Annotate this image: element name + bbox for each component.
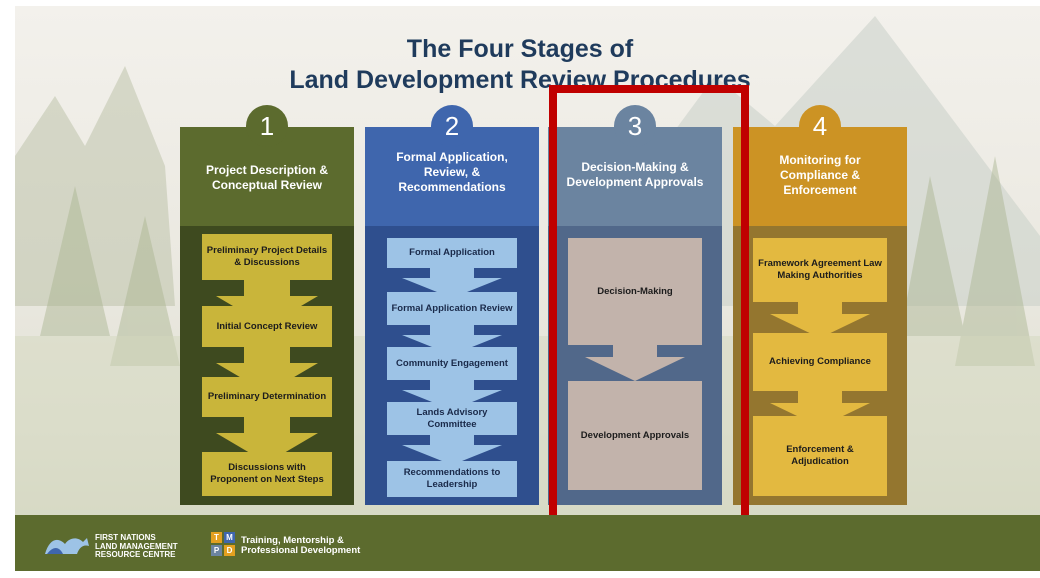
stage-2-step-3: Community Engagement xyxy=(387,347,517,380)
tmpd-letter-t: T xyxy=(211,532,222,543)
stage-1-arrow-3 xyxy=(216,417,318,463)
stage-4-body: Framework Agreement Law Making Authoriti… xyxy=(733,226,907,505)
stage-2-heading-line-3: Recommendations xyxy=(398,180,506,194)
program-name-line-2: Professional Development xyxy=(241,545,361,556)
tmpd-logo-icon: T M P D xyxy=(211,532,235,556)
stage-3-heading-line-2: Development Approvals xyxy=(566,175,704,189)
stage-1-step-3: Preliminary Determination xyxy=(202,377,332,417)
stage-4-step-2: Achieving Compliance xyxy=(753,333,887,391)
org-name-line-2: LAND MANAGEMENT xyxy=(95,541,178,551)
stage-4-heading-line-1: Monitoring for xyxy=(779,153,861,167)
stage-1-heading-line-2: Conceptual Review xyxy=(211,178,323,192)
org-name-line-3: RESOURCE CENTRE xyxy=(95,550,176,559)
tmpd-letter-d: D xyxy=(224,545,235,556)
footer-bar: FIRST NATIONS LAND MANAGEMENT RESOURCE C… xyxy=(15,515,1040,571)
stage-1-step-2: Initial Concept Review xyxy=(202,306,332,347)
stage-2-step-5: Recommendations to Leadership xyxy=(387,461,517,497)
stage-4-step-3: Enforcement & Adjudication xyxy=(753,416,887,496)
stage-1-step-1: Preliminary Project Details & Discussion… xyxy=(202,234,332,280)
tmpd-program-name: Training, Mentorship & Professional Deve… xyxy=(241,536,360,556)
stage-3-column: Decision-Making & Development Approvals … xyxy=(548,127,722,505)
stage-2-heading-line-1: Formal Application, xyxy=(396,150,508,164)
stage-4-number-badge: 4 xyxy=(799,105,841,147)
stage-2-heading-line-2: Review, & xyxy=(423,165,481,179)
stage-3-header: Decision-Making & Development Approvals xyxy=(548,127,722,226)
stage-2-arrow-3 xyxy=(402,380,502,410)
stage-3-step-2: Development Approvals xyxy=(568,381,702,490)
diagram-title-line-2: Land Development Review Procedures xyxy=(289,66,751,94)
stage-1-body: Preliminary Project Details & Discussion… xyxy=(180,226,354,505)
stage-1-column: Project Description & Conceptual Review … xyxy=(180,127,354,505)
tmpd-letter-m: M xyxy=(224,532,235,543)
stage-3-number-badge: 3 xyxy=(614,105,656,147)
stage-2-arrow-2 xyxy=(402,325,502,355)
stage-4-header: Monitoring for Compliance & Enforcement xyxy=(733,127,907,226)
stage-4-arrow-1 xyxy=(770,302,870,338)
stage-4-heading-line-2: Compliance & xyxy=(779,168,860,182)
stage-2-step-2: Formal Application Review xyxy=(387,292,517,325)
stage-3-highlight-frame xyxy=(549,85,749,541)
stage-2-column: Formal Application, Review, & Recommenda… xyxy=(365,127,539,505)
stage-2-arrow-4 xyxy=(402,435,502,465)
diagram-title-line-1: The Four Stages of xyxy=(406,35,634,63)
stage-4-column: Monitoring for Compliance & Enforcement … xyxy=(733,127,907,505)
stage-1-heading-line-1: Project Description & xyxy=(205,163,329,177)
stage-1-step-4: Discussions with Proponent on Next Steps xyxy=(202,452,332,496)
stage-1-arrow-2 xyxy=(216,347,318,393)
stage-4-heading-line-3: Enforcement xyxy=(783,183,857,197)
stage-2-step-1: Formal Application xyxy=(387,238,517,268)
stage-3-heading-line-1: Decision-Making & xyxy=(581,160,689,174)
org-name-line-1: FIRST NATIONS xyxy=(95,533,156,542)
stage-4-step-1: Framework Agreement Law Making Authoriti… xyxy=(753,238,887,302)
slide: The Four Stages of Land Development Revi… xyxy=(15,6,1040,571)
stage-2-arrow-1 xyxy=(402,268,502,298)
tmpd-letter-p: P xyxy=(211,545,222,556)
stage-3-step-1: Decision-Making xyxy=(568,238,702,345)
stage-2-header: Formal Application, Review, & Recommenda… xyxy=(365,127,539,226)
flmrc-logo-icon xyxy=(45,538,89,554)
program-name-line-1: Training, Mentorship & xyxy=(241,535,344,546)
stage-2-step-4: Lands Advisory Committee xyxy=(387,402,517,435)
stage-3-body: Decision-Making Development Approvals xyxy=(548,226,722,505)
stage-1-number-badge: 1 xyxy=(246,105,288,147)
stage-2-body: Formal Application Formal Application Re… xyxy=(365,226,539,505)
stage-1-arrow-1 xyxy=(216,280,318,326)
flmrc-org-name: FIRST NATIONS LAND MANAGEMENT RESOURCE C… xyxy=(95,533,178,560)
stage-2-number-badge: 2 xyxy=(431,105,473,147)
stage-3-arrow-1 xyxy=(585,345,685,381)
stage-4-arrow-2 xyxy=(770,391,870,427)
